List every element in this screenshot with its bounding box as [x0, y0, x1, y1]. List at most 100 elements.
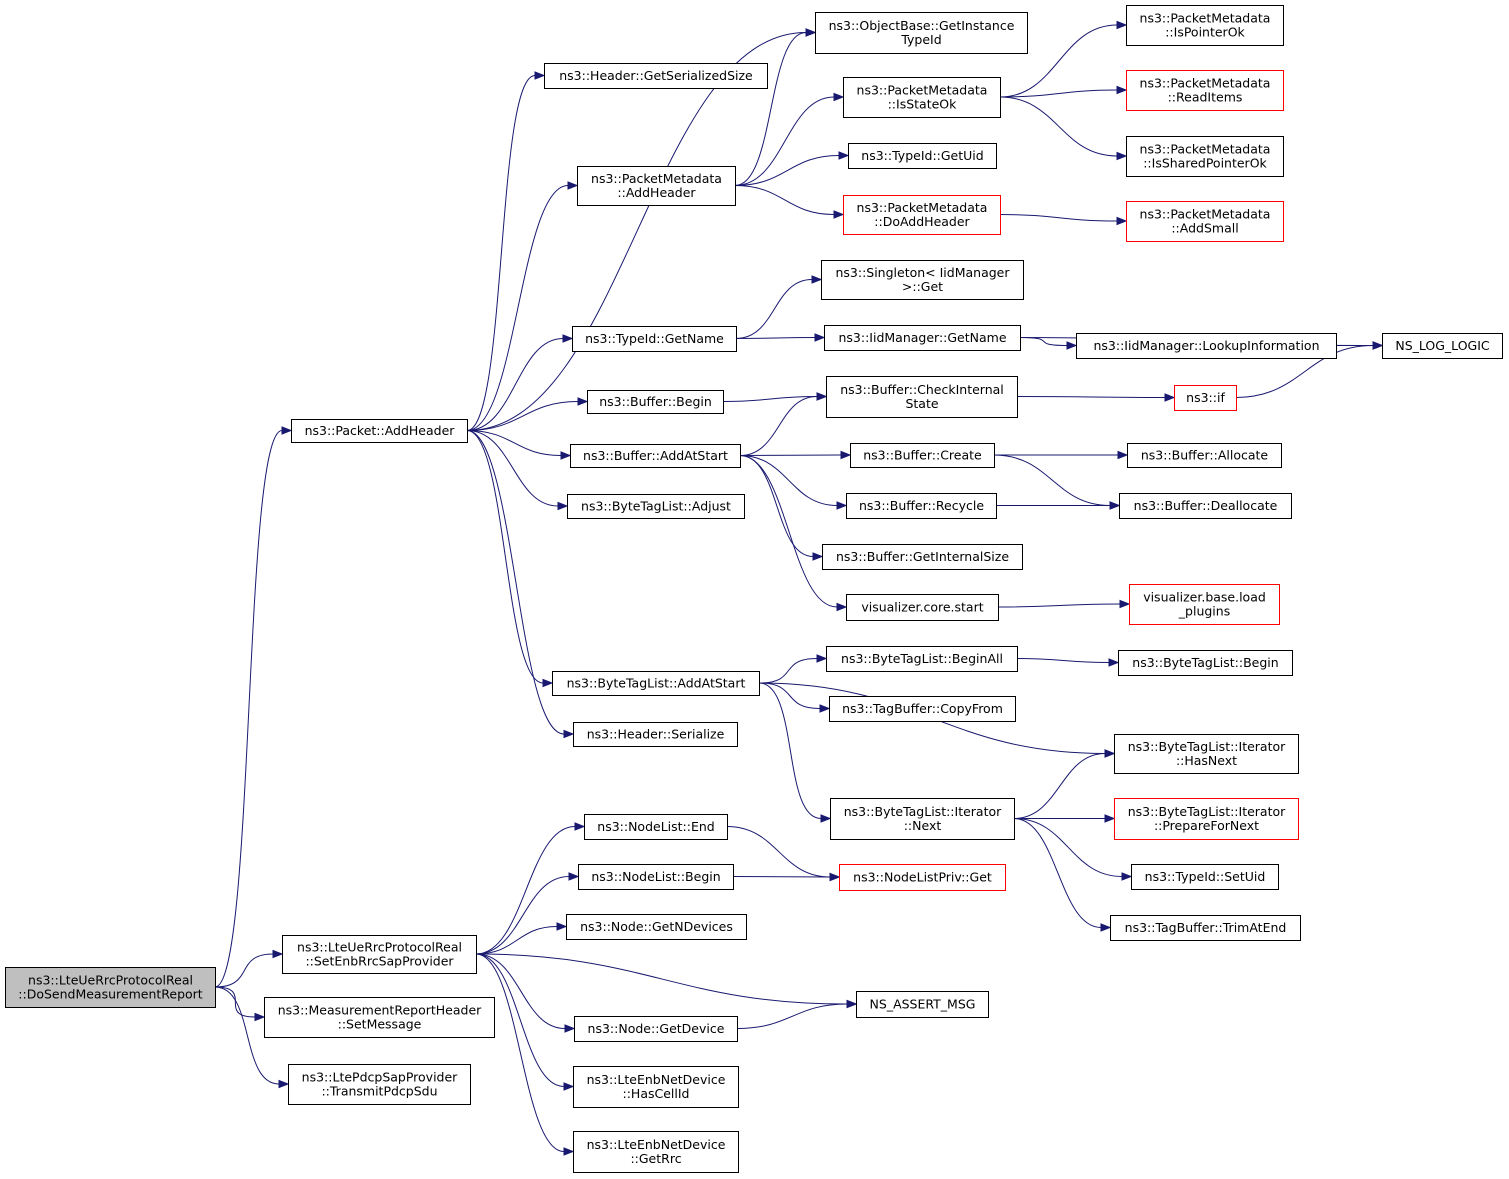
node-btl-it-next[interactable]: ns3::ByteTagList::Iterator::Next [830, 798, 1015, 840]
node-ns3if[interactable]: ns3::if [1174, 385, 1237, 411]
call-edge-packet-add-header-to-hdr-get-ser-size [466, 71, 546, 431]
node-label: ns3::ByteTagList::Adjust [581, 499, 731, 514]
node-label: visualizer.base.load [1143, 590, 1266, 605]
node-buf-get-internal-size[interactable]: ns3::Buffer::GetInternalSize [822, 544, 1023, 570]
node-label: ::Next [904, 818, 942, 833]
node-btl-it-prepare[interactable]: ns3::ByteTagList::Iterator::PrepareForNe… [1114, 798, 1299, 840]
node-box [544, 63, 768, 89]
node-pm-do-add-header[interactable]: ns3::PacketMetadata::DoAddHeader [843, 195, 1001, 235]
node-transmit-pdcp[interactable]: ns3::LtePdcpSapProvider::TransmitPdcpSdu [288, 1064, 471, 1105]
node-singleton-get[interactable]: ns3::Singleton< IidManager>::Get [821, 260, 1024, 300]
node-box [1110, 915, 1301, 941]
node-hdr-get-ser-size[interactable]: ns3::Header::GetSerializedSize [544, 63, 768, 89]
node-type-id-get-name[interactable]: ns3::TypeId::GetName [572, 326, 737, 352]
node-label: ns3::TypeId::GetName [585, 331, 724, 346]
node-enb-get-rrc[interactable]: ns3::LteEnbNetDevice::GetRrc [573, 1131, 739, 1173]
node-meas-set-message[interactable]: ns3::MeasurementReportHeader::SetMessage [264, 997, 495, 1038]
node-label: ns3::Buffer::GetInternalSize [836, 549, 1009, 564]
node-box [587, 390, 724, 414]
node-iid-lookup[interactable]: ns3::IidManager::LookupInformation [1076, 333, 1337, 359]
node-label: ns3::ByteTagList::Begin [1132, 655, 1278, 670]
node-viz-load-plugins[interactable]: visualizer.base.load_plugins [1129, 584, 1280, 625]
node-label: ns3::IidManager::LookupInformation [1093, 338, 1319, 353]
call-edge-set-enb-rrc-sap-to-ns-assert-msg [475, 953, 858, 1009]
node-box [1119, 493, 1292, 519]
node-box [567, 494, 745, 519]
call-edge-root-to-packet-add-header [214, 426, 293, 988]
node-label: ns3::TypeId::SetUid [1145, 869, 1266, 884]
node-btl-it-has-next[interactable]: ns3::ByteTagList::Iterator::HasNext [1114, 734, 1299, 774]
node-btl-begin-all[interactable]: ns3::ByteTagList::BeginAll [826, 646, 1018, 672]
node-box [1174, 385, 1237, 411]
call-edge-pm-add-header-to-obj-get-instance [734, 28, 817, 186]
node-hdr-serialize[interactable]: ns3::Header::Serialize [573, 722, 738, 747]
call-edge-buf-check-internal-to-ns3if [1016, 393, 1176, 402]
node-box [846, 594, 999, 621]
node-type-id-set-uid[interactable]: ns3::TypeId::SetUid [1131, 864, 1279, 890]
node-box [815, 12, 1028, 54]
node-tb-copy-from[interactable]: ns3::TagBuffer::CopyFrom [829, 696, 1016, 722]
node-node-list-begin[interactable]: ns3::NodeList::Begin [578, 864, 734, 890]
node-btl-adjust[interactable]: ns3::ByteTagList::Adjust [567, 494, 745, 519]
node-buf-create[interactable]: ns3::Buffer::Create [850, 443, 995, 468]
node-buf-allocate[interactable]: ns3::Buffer::Allocate [1127, 443, 1282, 468]
node-label: ::DoAddHeader [874, 214, 970, 229]
node-buf-add-at-start[interactable]: ns3::Buffer::AddAtStart [570, 444, 741, 468]
node-box [830, 798, 1015, 840]
node-pm-read-items[interactable]: ns3::PacketMetadata::ReadItems [1126, 70, 1284, 111]
call-edge-btl-add-at-start-to-tb-copy-from [758, 682, 831, 713]
node-box [1131, 864, 1279, 890]
call-edge-set-enb-rrc-sap-to-node-list-begin [475, 872, 580, 955]
node-pm-add-small[interactable]: ns3::PacketMetadata::AddSmall [1126, 201, 1284, 242]
node-root[interactable]: ns3::LteUeRrcProtocolReal::DoSendMeasure… [5, 967, 216, 1008]
node-label: visualizer.core.start [861, 600, 983, 615]
node-tb-trim-at-end[interactable]: ns3::TagBuffer::TrimAtEnd [1110, 915, 1301, 941]
call-edge-node-list-begin-to-node-list-priv-get [732, 872, 841, 882]
node-type-id-get-uid[interactable]: ns3::TypeId::GetUid [848, 143, 997, 169]
node-label: ::IsSharedPointerOk [1143, 156, 1267, 171]
node-node-list-priv-get[interactable]: ns3::NodeListPriv::Get [839, 864, 1006, 891]
node-box [577, 166, 736, 206]
node-enb-has-cell-id[interactable]: ns3::LteEnbNetDevice::HasCellId [573, 1066, 739, 1108]
node-box [850, 443, 995, 468]
node-box [264, 997, 495, 1038]
node-pm-is-pointer-ok[interactable]: ns3::PacketMetadata::IsPointerOk [1126, 5, 1284, 46]
node-ns-assert-msg[interactable]: NS_ASSERT_MSG [856, 991, 989, 1018]
call-edge-packet-add-header-to-buf-add-at-start [466, 430, 572, 460]
node-packet-add-header[interactable]: ns3::Packet::AddHeader [291, 419, 468, 443]
node-ns-log-logic[interactable]: NS_LOG_LOGIC [1382, 333, 1503, 359]
node-buf-begin[interactable]: ns3::Buffer::Begin [587, 390, 724, 414]
node-iid-get-name[interactable]: ns3::IidManager::GetName [824, 325, 1021, 351]
node-label: ns3::if [1186, 390, 1225, 405]
node-buf-deallocate[interactable]: ns3::Buffer::Deallocate [1119, 493, 1292, 519]
node-label: ns3::PacketMetadata [1140, 76, 1271, 91]
node-pm-add-header[interactable]: ns3::PacketMetadata::AddHeader [577, 166, 736, 206]
node-label: ns3::Buffer::Deallocate [1134, 498, 1278, 513]
node-label: _plugins [1178, 604, 1230, 619]
node-box [1126, 70, 1284, 111]
node-label: ns3::ByteTagList::Iterator [844, 804, 1002, 819]
node-label: ns3::PacketMetadata [857, 83, 988, 98]
node-box [843, 195, 1001, 235]
node-label: NS_ASSERT_MSG [870, 997, 976, 1012]
node-node-get-device[interactable]: ns3::Node::GetDevice [574, 1016, 738, 1042]
call-edge-buf-add-at-start-to-buf-create [739, 450, 852, 460]
node-set-enb-rrc-sap[interactable]: ns3::LteUeRrcProtocolReal::SetEnbRrcSapP… [282, 935, 477, 974]
node-btl-begin[interactable]: ns3::ByteTagList::Begin [1118, 650, 1293, 676]
node-label: ::DoSendMeasurementReport [18, 987, 203, 1002]
node-pm-is-state-ok[interactable]: ns3::PacketMetadata::IsStateOk [843, 77, 1001, 118]
node-label: ns3::ByteTagList::BeginAll [841, 651, 1003, 666]
node-btl-add-at-start[interactable]: ns3::ByteTagList::AddAtStart [552, 671, 760, 696]
node-buf-recycle[interactable]: ns3::Buffer::Recycle [846, 493, 997, 519]
node-pm-is-shared-ptr-ok[interactable]: ns3::PacketMetadata::IsSharedPointerOk [1126, 136, 1284, 177]
node-label: ns3::PacketMetadata [857, 200, 988, 215]
node-node-get-ndevices[interactable]: ns3::Node::GetNDevices [566, 914, 747, 940]
node-box [291, 419, 468, 443]
node-node-list-end[interactable]: ns3::NodeList::End [584, 814, 728, 840]
call-edge-buf-add-at-start-to-viz-core-start [739, 455, 848, 612]
call-edge-pm-is-state-ok-to-pm-is-pointer-ok [999, 20, 1128, 98]
node-box [826, 376, 1018, 418]
node-viz-core-start[interactable]: visualizer.core.start [846, 594, 999, 621]
